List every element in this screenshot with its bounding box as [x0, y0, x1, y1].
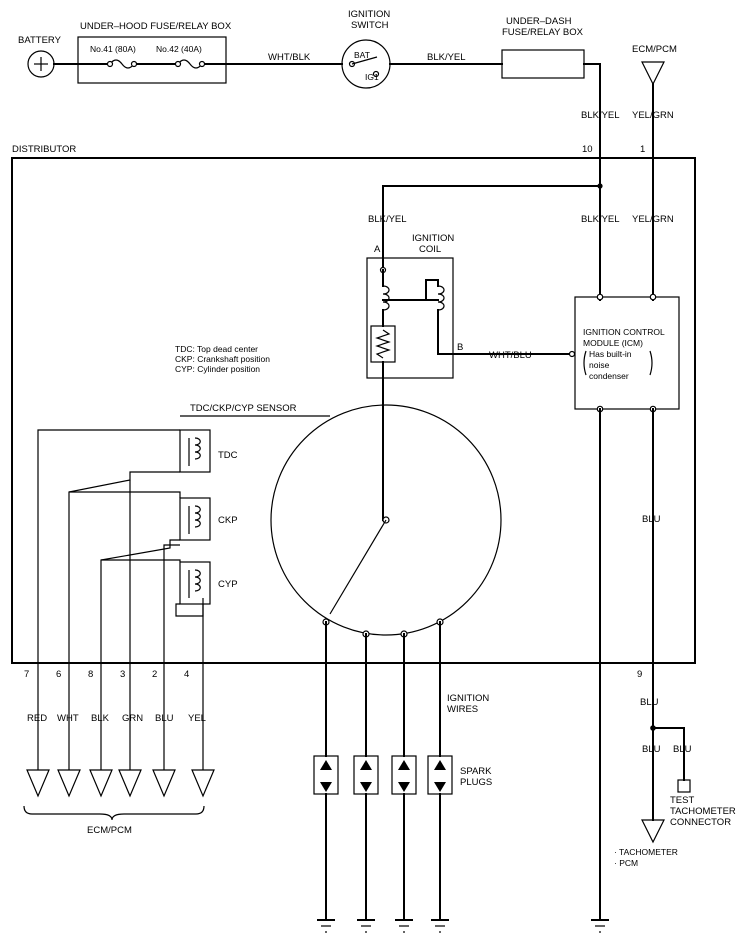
ignition-coil: [366, 257, 454, 379]
test-label-2: TACHOMETER: [670, 806, 736, 817]
battery-label: BATTERY: [18, 35, 62, 46]
ckp-sensor: [179, 497, 211, 541]
tdc-coil-icon: [194, 437, 201, 460]
ig1-label: IG1: [365, 72, 379, 82]
ignition-wires: [325, 621, 441, 757]
underdash-label-2: FUSE/RELAY BOX: [502, 27, 584, 38]
fuse42-label: No.42 (40A): [156, 44, 202, 54]
wire-color-label: RED: [27, 713, 47, 724]
ign-wires-label-1: IGNITION: [447, 693, 489, 704]
coil-label-1: IGNITION: [412, 233, 454, 244]
ign-switch-label-2: SWITCH: [351, 20, 389, 31]
ground-icons: [317, 919, 609, 933]
ecm-pcm-top-label: ECM/PCM: [632, 44, 677, 55]
icm-label-1: IGNITION CONTROL: [583, 327, 665, 337]
icm-label-4: noise: [589, 360, 610, 370]
underdash-box: [501, 49, 585, 79]
yel-grn-a-label: YEL/GRN: [632, 110, 674, 121]
tdc-sensor: [179, 429, 211, 473]
pin10-label: 10: [582, 144, 593, 155]
blu-right-label: BLU: [673, 744, 692, 755]
test-label-1: TEST: [670, 795, 694, 806]
test-tach-connector-icon: [677, 779, 691, 793]
coil-label-2: COIL: [419, 244, 441, 255]
blk-yel-c-label: BLK/YEL: [368, 214, 407, 225]
distributor-label: DISTRIBUTOR: [12, 144, 76, 155]
wire-color-label: BLU: [155, 713, 174, 724]
distributor-cap: [270, 404, 502, 636]
tdc-label: TDC: [218, 450, 238, 461]
ecm-pcm-bottom-terminals: [26, 769, 215, 798]
blu-icm-label: BLU: [642, 514, 661, 525]
ecm-pcm-brace: [23, 805, 205, 821]
wire-color-label: YEL: [188, 713, 206, 724]
cyp-sensor: [179, 561, 211, 605]
sensor-label: TDC/CKP/CYP SENSOR: [190, 403, 297, 414]
pin-label: 6: [56, 669, 61, 680]
underhood-box: [77, 36, 227, 84]
icm-label-5: condenser: [589, 371, 629, 381]
ign-switch-label-1: IGNITION: [348, 9, 390, 20]
wire-blk-yel-top-label: BLK/YEL: [427, 52, 466, 63]
battery-symbol: [27, 50, 55, 78]
bat-label: BAT: [354, 50, 370, 60]
blk-yel-a-label: BLK/YEL: [581, 110, 620, 121]
underhood-box-label: UNDER–HOOD FUSE/RELAY BOX: [80, 21, 232, 32]
legend-tdc: TDC: Top dead center: [175, 344, 258, 354]
pin-label: 7: [24, 669, 29, 680]
pcm-label: · PCM: [614, 858, 638, 868]
icm-label-2: MODULE (ICM): [583, 338, 643, 348]
test-label-3: CONNECTOR: [670, 817, 731, 828]
ckp-coil-icon: [194, 505, 201, 528]
blk-yel-b-label: BLK/YEL: [581, 214, 620, 225]
pin-label: 2: [152, 669, 157, 680]
cyp-label: CYP: [218, 579, 238, 590]
wire-color-label: GRN: [122, 713, 143, 724]
blu-left-label: BLU: [642, 744, 661, 755]
ecm-pcm-top-terminal: [641, 61, 665, 86]
pin-label: 8: [88, 669, 93, 680]
legend-ckp: CKP: Crankshaft position: [175, 354, 270, 364]
spark-plugs-label-2: PLUGS: [460, 777, 492, 788]
blu-9-label: BLU: [640, 697, 659, 708]
coil-a-label: A: [374, 244, 381, 255]
wire-wht-blk-label: WHT/BLK: [268, 52, 311, 63]
pin-label: 4: [184, 669, 189, 680]
ign-wires-label-2: WIRES: [447, 704, 478, 715]
fuse41-label: No.41 (80A): [90, 44, 136, 54]
sensor-harness: [37, 429, 204, 770]
yel-grn-b-label: YEL/GRN: [632, 214, 674, 225]
underdash-label-1: UNDER–DASH: [506, 16, 572, 27]
icm-box: [574, 296, 680, 410]
coil-b-label: B: [457, 342, 463, 353]
coil-primary-icon: [382, 285, 390, 311]
ckp-label: CKP: [218, 515, 238, 526]
wire-color-label: BLK: [91, 713, 110, 724]
cyp-coil-icon: [194, 569, 201, 592]
pin-label: 3: [120, 669, 125, 680]
legend-cyp: CYP: Cylinder position: [175, 364, 260, 374]
pin1-label: 1: [640, 144, 645, 155]
wire-color-label: WHT: [57, 713, 79, 724]
fuse41-icon: [109, 59, 135, 69]
ecm-pcm-bottom-label: ECM/PCM: [87, 825, 132, 836]
tach-label: · TACHOMETER: [614, 847, 678, 857]
tach-terminal: [641, 819, 665, 844]
pin9-label: 9: [637, 669, 642, 680]
rotor-arm: [329, 519, 387, 615]
icm-label-3: Has built-in: [589, 349, 632, 359]
spark-plugs-label-1: SPARK: [460, 766, 492, 777]
coil-secondary-icon: [437, 285, 445, 311]
spark-plugs: [313, 755, 453, 921]
fuse42-icon: [177, 59, 203, 69]
wht-blu-label: WHT/BLU: [489, 350, 532, 361]
distributor-box: [11, 157, 696, 664]
